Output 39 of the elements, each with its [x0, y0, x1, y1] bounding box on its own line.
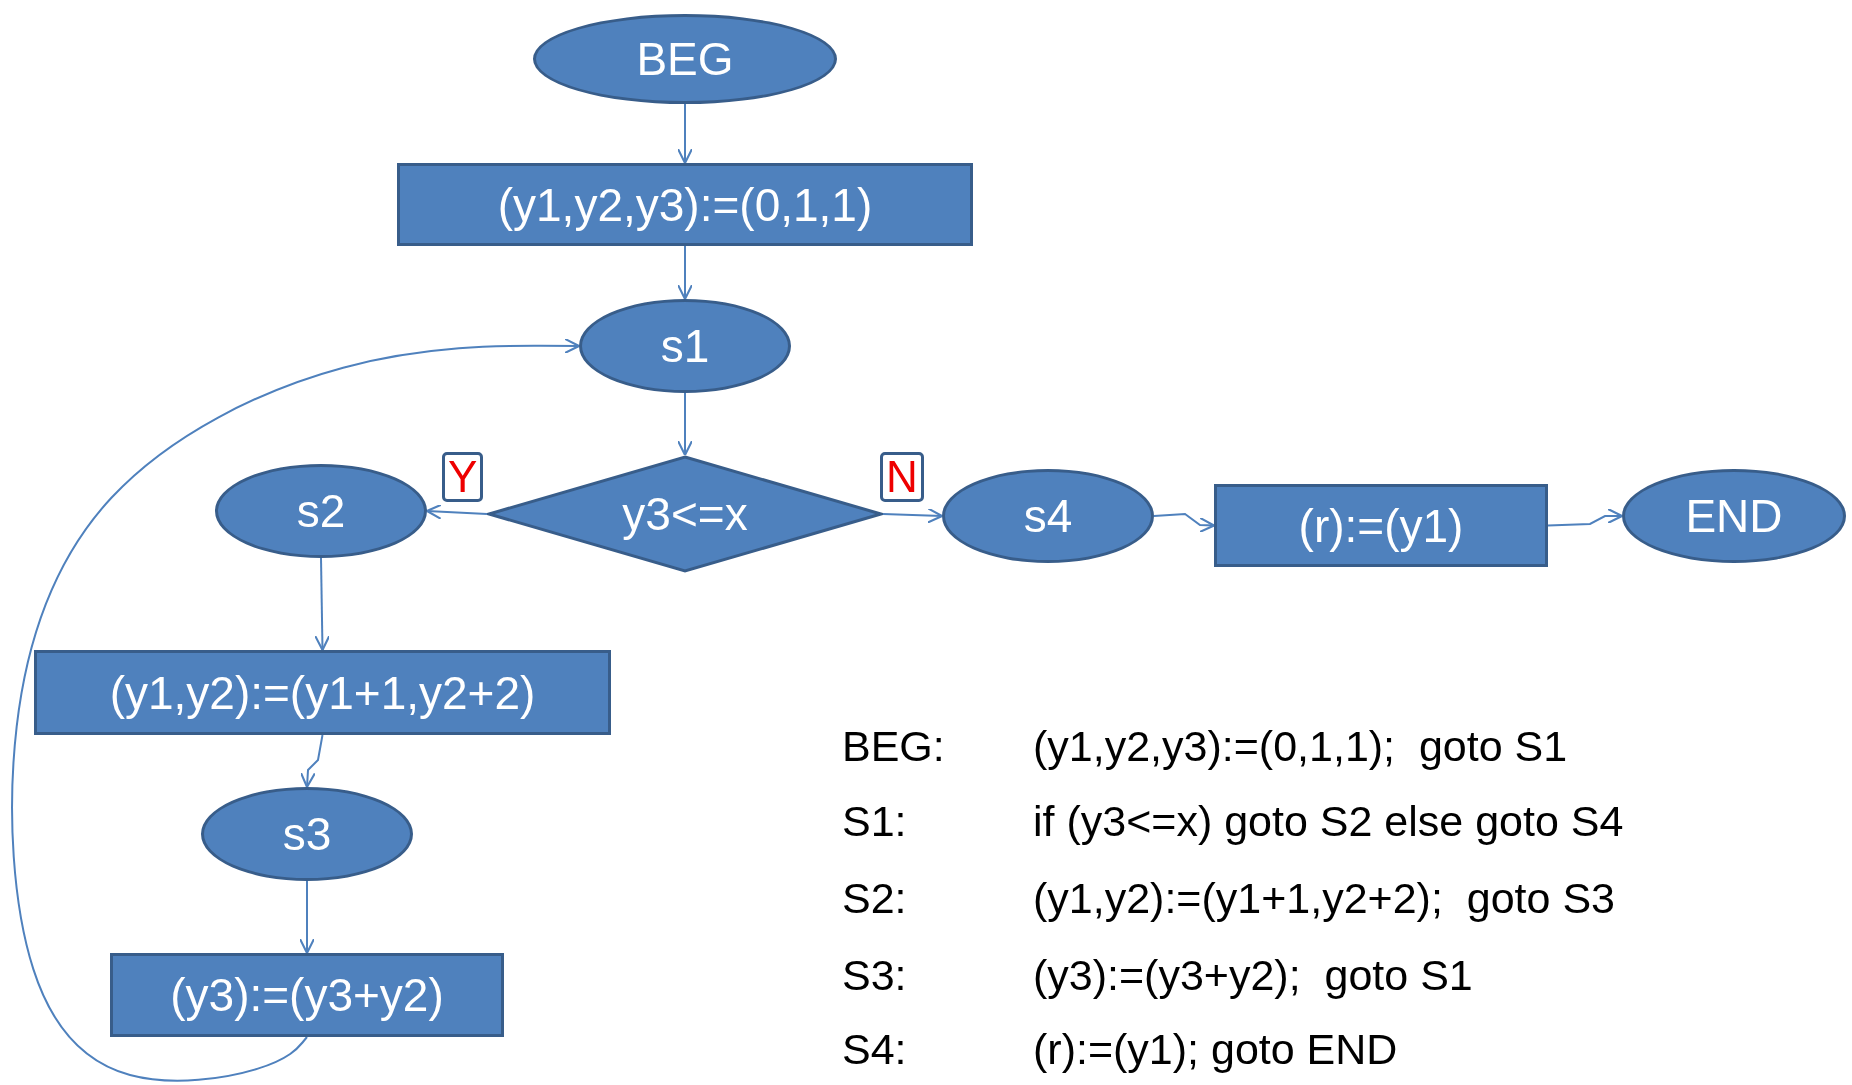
arrow [11, 337, 581, 1082]
step-label: BEG: [842, 722, 945, 771]
arrow [1153, 512, 1216, 534]
arrow [882, 507, 944, 524]
node-text: s2 [296, 484, 346, 538]
code-line: (y1,y2,y3):=(0,1,1); goto S1 [1033, 722, 1568, 771]
node-text: y3<=x [622, 487, 748, 541]
arrow [1547, 507, 1624, 527]
arrow [676, 392, 694, 457]
process-box [1214, 484, 1548, 567]
node-text: (y1,y2,y3):=(0,1,1) [497, 177, 873, 232]
arrow [676, 103, 694, 165]
arrow [298, 880, 316, 955]
step-label: S3: [842, 951, 907, 1000]
code-line: (r):=(y1); goto END [1033, 1025, 1398, 1074]
code-line: (y3):=(y3+y2); goto S1 [1033, 951, 1473, 1000]
code-line: (y1,y2):=(y1+1,y2+2); goto S3 [1033, 874, 1615, 923]
arrow [676, 245, 694, 301]
node-text: s3 [282, 807, 332, 861]
arrow [299, 734, 324, 789]
arrow [314, 557, 331, 652]
node-text: s4 [1023, 489, 1073, 543]
step-label: S2: [842, 874, 907, 923]
arrow [425, 503, 488, 520]
node-text: END [1685, 489, 1783, 543]
node-text: s1 [660, 319, 710, 373]
node-text: (y1,y2):=(y1+1,y2+2) [109, 665, 536, 720]
node-text: BEG [636, 32, 734, 86]
code-line: if (y3<=x) goto S2 else goto S4 [1033, 797, 1624, 846]
step-label: S1: [842, 797, 907, 846]
step-label: S4: [842, 1025, 907, 1074]
edge-label: Y [442, 452, 484, 502]
process-box [397, 163, 973, 246]
edge-label: N [880, 452, 924, 502]
process-box [110, 953, 504, 1037]
decision-diamond [487, 455, 883, 573]
node-text: (y3):=(y3+y2) [170, 968, 444, 1022]
process-box [34, 650, 611, 735]
node-text: (r):=(y1) [1298, 498, 1464, 553]
